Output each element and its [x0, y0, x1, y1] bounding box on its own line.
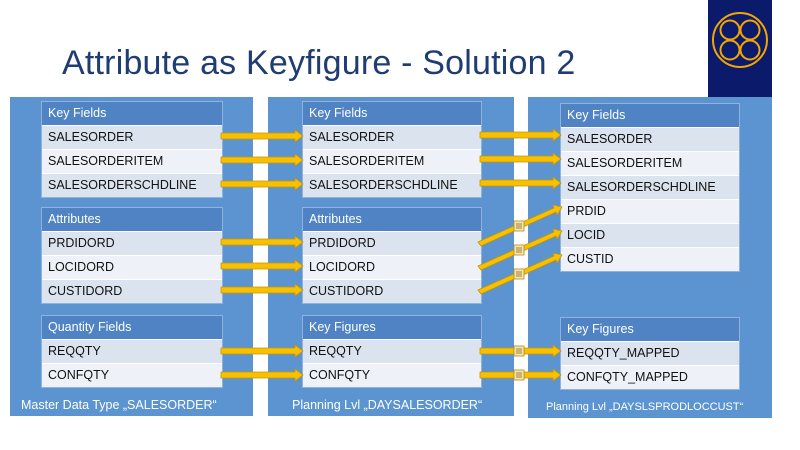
table-header: Attributes [303, 208, 481, 231]
table-header: Quantity Fields [42, 316, 222, 339]
table-row: SALESORDERSCHDLINE [42, 173, 222, 197]
table-row: LOCIDORD [42, 255, 222, 279]
table-row: SALESORDERITEM [561, 151, 739, 175]
company-logo [708, 0, 772, 98]
table-row: REQQTY [42, 339, 222, 363]
arrow-prdidord [220, 235, 304, 249]
right-key-fields-table: Key Fields SALESORDER SALESORDERITEM SAL… [560, 103, 740, 272]
table-header: Key Fields [561, 104, 739, 127]
left-attributes-table: Attributes PRDIDORD LOCIDORD CUSTIDORD [41, 207, 223, 304]
middle-attributes-table: Attributes PRDIDORD LOCIDORD CUSTIDORD [302, 207, 482, 304]
table-row: SALESORDER [303, 125, 481, 149]
left-quantity-fields-table: Quantity Fields REQQTY CONFQTY [41, 315, 223, 388]
table-row: SALESORDERSCHDLINE [561, 175, 739, 199]
table-row: SALESORDERITEM [303, 149, 481, 173]
table-row: CUSTIDORD [42, 279, 222, 303]
table-row: SALESORDER [42, 125, 222, 149]
arrow-salesorderitem [220, 153, 304, 167]
table-header: Key Fields [42, 102, 222, 125]
right-key-figures-table: Key Figures REQQTY_MAPPED CONFQTY_MAPPED [560, 317, 740, 390]
arrow-reqqty [220, 344, 304, 358]
table-row: LOCID [561, 223, 739, 247]
table-row: CONFQTY [42, 363, 222, 387]
table-row: REQQTY_MAPPED [561, 341, 739, 365]
arrow-confqty [220, 368, 304, 382]
page-title: Attribute as Keyfigure - Solution 2 [62, 44, 576, 82]
table-header: Attributes [42, 208, 222, 231]
table-row: SALESORDERSCHDLINE [303, 173, 481, 197]
table-row: PRDIDORD [303, 231, 481, 255]
four-circles-logo-icon [712, 12, 768, 68]
table-header: Key Figures [303, 316, 481, 339]
panel-caption: Planning Lvl „DAYSALESORDER“ [292, 398, 483, 412]
table-header: Key Fields [303, 102, 481, 125]
middle-key-figures-table: Key Figures REQQTY CONFQTY [302, 315, 482, 388]
calculation-marker-icon [513, 220, 525, 381]
table-row: CUSTIDORD [303, 279, 481, 303]
middle-key-fields-table: Key Fields SALESORDER SALESORDERITEM SAL… [302, 101, 482, 198]
table-row: CUSTID [561, 247, 739, 271]
left-key-fields-table: Key Fields SALESORDER SALESORDERITEM SAL… [41, 101, 223, 198]
arrow-salesorderschdline [220, 177, 304, 191]
table-row: LOCIDORD [303, 255, 481, 279]
table-row: REQQTY [303, 339, 481, 363]
table-row: PRDIDORD [42, 231, 222, 255]
arrow-salesorder-right [479, 128, 562, 142]
table-row: CONFQTY [303, 363, 481, 387]
table-header: Key Figures [561, 318, 739, 341]
arrow-salesorder [220, 129, 304, 143]
arrow-locidord [220, 259, 304, 273]
arrow-custidord [220, 283, 304, 297]
table-row: CONFQTY_MAPPED [561, 365, 739, 389]
table-row: SALESORDER [561, 127, 739, 151]
panel-caption: Master Data Type „SALESORDER“ [21, 398, 217, 412]
arrow-salesorderitem-right [479, 152, 562, 166]
table-row: PRDID [561, 199, 739, 223]
table-row: SALESORDERITEM [42, 149, 222, 173]
arrow-salesorderschdline-right [479, 176, 562, 190]
panel-caption: Planning Lvl „DAYSLSPRODLOCCUST“ [546, 401, 744, 413]
